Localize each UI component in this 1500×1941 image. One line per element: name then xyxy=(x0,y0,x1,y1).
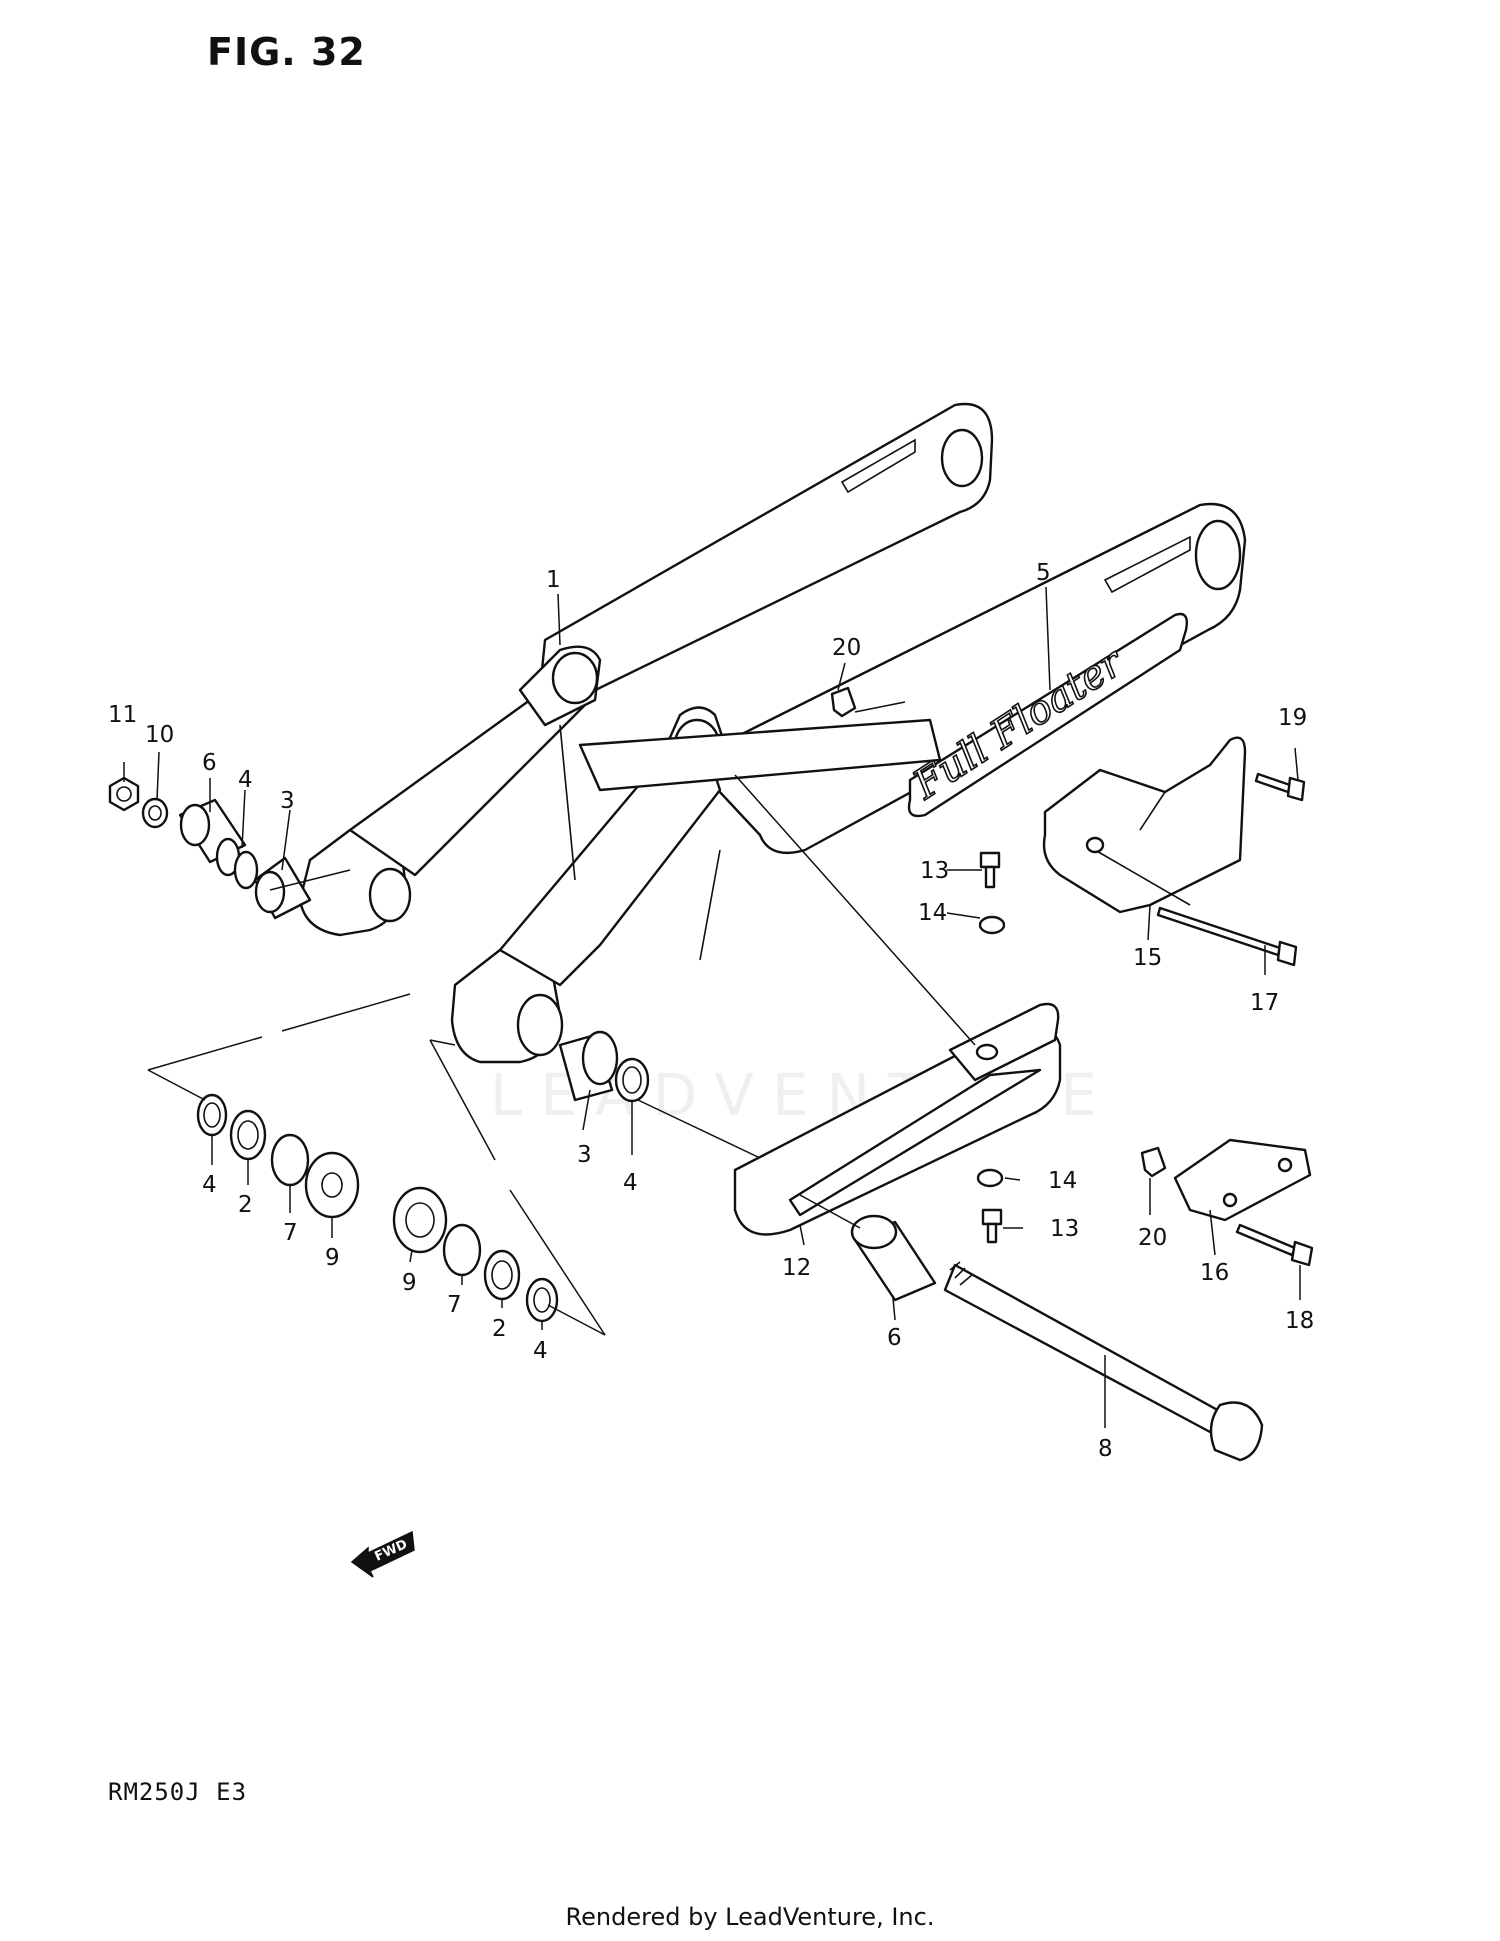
callout-7-stack-b: 7 xyxy=(447,1292,462,1318)
callout-9-stack-a: 9 xyxy=(325,1245,340,1271)
chain-guide xyxy=(733,1002,1062,1236)
callout-17: 17 xyxy=(1250,990,1279,1016)
pivot-collar xyxy=(850,1214,937,1302)
left-pivot-hardware xyxy=(108,776,312,920)
right-pivot-bearing xyxy=(558,1030,650,1103)
callout-13-lower: 13 xyxy=(1050,1216,1079,1242)
callout-16: 16 xyxy=(1200,1260,1229,1286)
callout-11: 11 xyxy=(108,702,137,728)
callout-4-stack-a: 4 xyxy=(202,1172,217,1198)
callout-2-stack-a: 2 xyxy=(238,1192,253,1218)
swingarm: Full Floater xyxy=(298,402,1247,1064)
forward-arrow: FWD xyxy=(350,1530,415,1578)
callout-6-upper: 6 xyxy=(202,750,217,776)
callout-18: 18 xyxy=(1285,1308,1314,1334)
model-code: RM250J E3 xyxy=(108,1778,248,1806)
seal-stack-lower xyxy=(392,1186,559,1323)
callout-13-upper: 13 xyxy=(920,858,949,884)
callout-14-upper: 14 xyxy=(918,900,947,926)
callout-4-stack-b: 4 xyxy=(533,1338,548,1364)
chain-guard xyxy=(1173,1138,1312,1222)
footer-credit: Rendered by LeadVenture, Inc. xyxy=(565,1903,935,1931)
callout-5: 5 xyxy=(1036,560,1051,586)
seal-stack-upper xyxy=(196,1093,360,1219)
callout-leaders xyxy=(123,586,1301,1428)
callout-4-upper: 4 xyxy=(238,767,253,793)
fasteners xyxy=(830,686,1314,1267)
callout-10: 10 xyxy=(145,722,174,748)
callout-7-stack-a: 7 xyxy=(283,1220,298,1246)
assembly-lines xyxy=(147,774,976,1336)
callout-19: 19 xyxy=(1278,705,1307,731)
callout-8: 8 xyxy=(1098,1436,1113,1462)
callout-20-lower: 20 xyxy=(1138,1225,1167,1251)
callout-14-lower: 14 xyxy=(1048,1168,1077,1194)
pivot-axle xyxy=(943,1261,1264,1462)
callout-3-right: 3 xyxy=(577,1142,592,1168)
callout-1: 1 xyxy=(546,567,561,593)
callout-15: 15 xyxy=(1133,945,1162,971)
figure-title: FIG. 32 xyxy=(207,30,366,74)
callout-6-lower: 6 xyxy=(887,1325,902,1351)
callout-2-stack-b: 2 xyxy=(492,1316,507,1342)
callout-3-left: 3 xyxy=(280,788,295,814)
callout-20-upper: 20 xyxy=(832,635,861,661)
callout-labels: 1 5 20 11 10 6 4 3 19 13 14 15 17 3 4 14… xyxy=(108,560,1314,1462)
callout-9-stack-b: 9 xyxy=(402,1270,417,1296)
chain-case-bracket xyxy=(1042,736,1247,914)
callout-4-right: 4 xyxy=(623,1170,638,1196)
callout-12: 12 xyxy=(782,1255,811,1281)
